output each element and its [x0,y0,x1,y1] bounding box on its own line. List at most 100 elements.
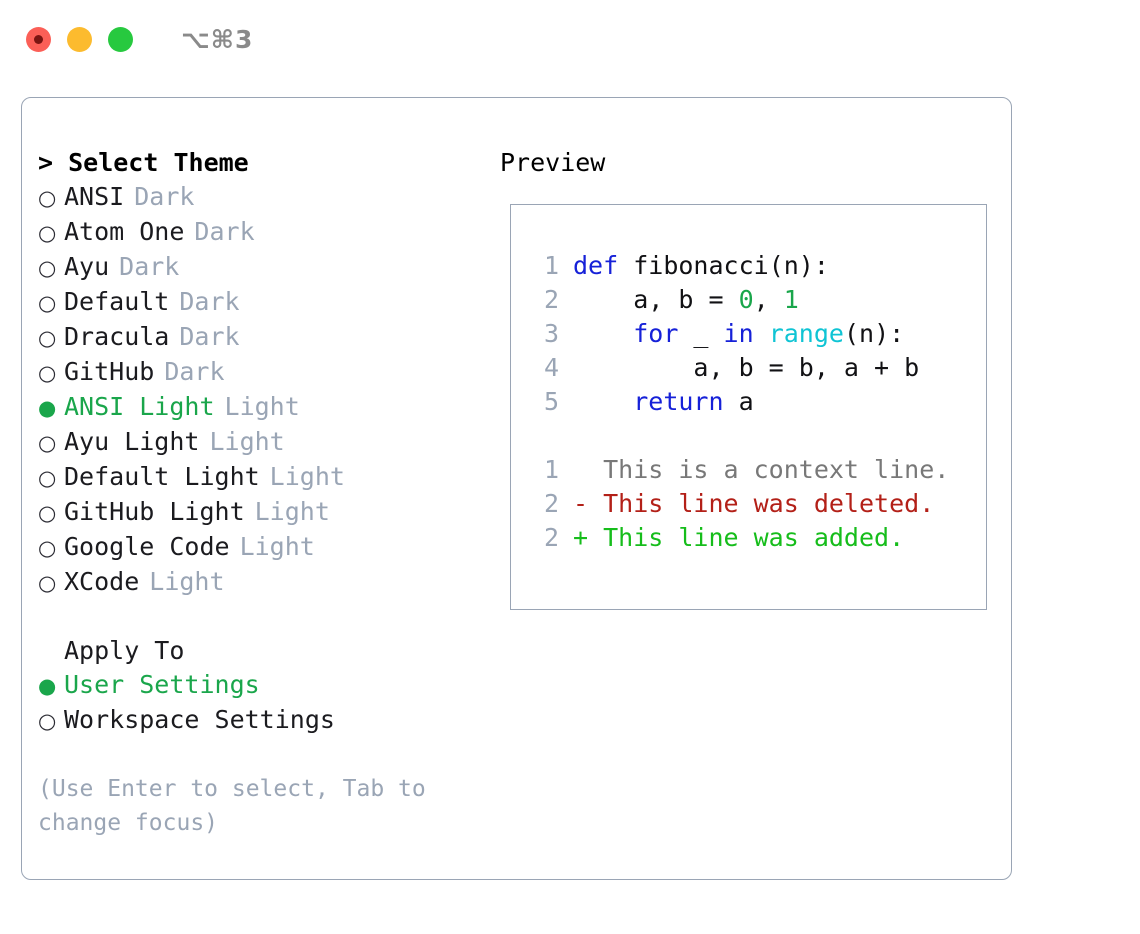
theme-option-label: ANSI Light [64,392,215,421]
recording-dot-icon [34,34,43,44]
apply-to-option-list: ●User Settings ○ Workspace Settings [38,668,478,738]
code-token-plain: , [753,285,784,314]
code-line: 4 a, b = b, a + b [533,351,980,385]
apply-to-option-workspace-settings[interactable]: ○ Workspace Settings [38,703,478,738]
theme-option-github[interactable]: ○ GitHub Dark [38,355,478,390]
radio-selected-icon: ● [38,396,57,420]
theme-variant-badge: Dark [134,182,195,211]
code-line-text: a, b = 0, 1 [573,283,799,317]
select-theme-heading: > Select Theme [38,148,249,177]
code-token-num: 0 [738,285,754,314]
theme-variant-badge: Dark [164,357,225,386]
diff-line-number: 1 [543,455,559,484]
theme-variant-badge: Dark [179,287,240,316]
radio-unselected-icon: ○ [38,466,57,490]
theme-option-label: Atom One [64,217,185,246]
diff-line-content: This is a context line. [588,455,950,484]
code-token-plain [754,319,769,348]
code-line-number: 1 [543,251,559,280]
maximize-button[interactable] [108,26,133,52]
theme-option-label: GitHub [64,357,155,386]
code-line-text: def fibonacci(n): [573,249,829,283]
theme-variant-badge: Light [224,392,300,421]
traffic-light-buttons [26,26,133,52]
theme-option-google-code[interactable]: ○ Google Code Light [38,530,478,565]
diff-line-number: 2 [543,523,559,552]
code-token-kw: in [723,319,754,348]
diff-line-del: 2 - This line was deleted. [533,487,980,521]
diff-line-content: This line was deleted. [588,489,935,518]
keyboard-shortcut-label: ⌥⌘3 [181,24,254,54]
theme-variant-badge: Dark [119,252,180,281]
radio-unselected-icon: ○ [38,326,57,350]
radio-unselected-icon: ○ [38,361,57,385]
code-line: 5 return a [533,385,980,419]
theme-option-ansi-light[interactable]: ● ANSI Light Light [38,390,478,425]
panel-spacer [38,600,478,634]
theme-variant-badge: Light [239,532,315,561]
code-token-plain: (n): [768,251,829,280]
radio-unselected-icon: ○ [38,501,57,525]
code-token-plain [573,319,633,348]
code-line: 2 a, b = 0, 1 [533,283,980,317]
radio-unselected-icon: ○ [38,431,57,455]
code-line-number: 3 [543,319,559,348]
code-line-number: 4 [543,353,559,382]
code-token-plain: a [723,387,754,416]
code-line: 1 def fibonacci(n): [533,249,980,283]
code-line-number: 5 [543,387,559,416]
diff-line-text: + This line was added. [573,521,904,555]
apply-to-option-user-settings[interactable]: ●User Settings [38,668,478,703]
code-diff-separator [533,419,980,453]
theme-variant-badge: Light [269,462,345,491]
theme-option-label: ANSI [64,182,125,211]
preview-heading: Preview [500,148,606,177]
radio-unselected-icon: ○ [38,291,57,315]
diff-line-prefix: + [573,523,589,552]
diff-line-content: This line was added. [588,523,905,552]
code-token-num: 1 [783,285,799,314]
apply-to-option-label: User Settings [64,670,260,699]
diff-line-add: 2 + This line was added. [533,521,980,555]
radio-unselected-icon: ○ [38,186,57,210]
preview-panel-header: Preview [500,146,990,180]
theme-option-label: XCode [64,567,140,596]
apply-to-option-label: Workspace Settings [64,705,335,734]
diff-line-number: 2 [543,489,559,518]
diff-line-ctx: 1 This is a context line. [533,453,980,487]
minimize-button[interactable] [67,26,92,52]
diff-line-text: - This line was deleted. [573,487,934,521]
code-line-text: a, b = b, a + b [573,351,919,385]
theme-option-default-light[interactable]: ○ Default Light Light [38,460,478,495]
theme-option-label: Default Light [64,462,260,491]
code-token-fn: range [768,319,844,348]
apply-to-heading: Apply To [64,636,185,665]
radio-unselected-icon: ○ [38,709,57,733]
close-button[interactable] [26,26,51,52]
theme-variant-badge: Light [254,497,330,526]
radio-unselected-icon: ○ [38,256,57,280]
theme-option-label: Google Code [64,532,230,561]
code-line-text: return a [573,385,754,419]
radio-unselected-icon: ○ [38,536,57,560]
code-token-plain: a, b = [573,285,739,314]
code-token-kw: def [573,251,634,280]
theme-variant-badge: Dark [194,217,255,246]
theme-variant-badge: Dark [179,322,240,351]
theme-option-ansi[interactable]: ○ ANSI Dark [38,180,478,215]
code-token-kw: return [633,387,724,416]
radio-unselected-icon: ○ [38,571,57,595]
code-token-plain: _ [678,319,724,348]
